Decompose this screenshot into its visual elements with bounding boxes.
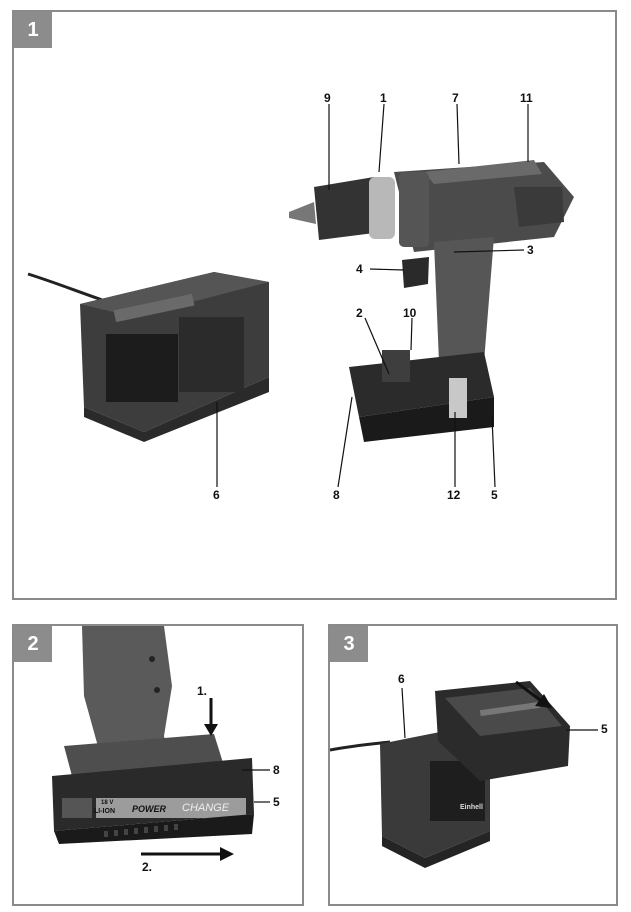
part-label-8: 8 xyxy=(333,488,340,502)
figure-1-illustration xyxy=(27,103,574,488)
battery-label-change: CHANGE xyxy=(182,802,230,814)
part-label-8: 8 xyxy=(273,763,280,777)
part-label-11: 11 xyxy=(520,91,533,105)
part-label-3: 3 xyxy=(527,243,534,257)
battery-label-voltage: 18 V xyxy=(101,800,114,806)
part-label-5: 5 xyxy=(491,488,498,502)
figure-3-panel: 3 6 5 Einhell xyxy=(328,624,618,906)
figure-1-panel: 1 xyxy=(12,10,617,600)
battery-label-power: POWER xyxy=(132,804,167,814)
figure-2-illustration xyxy=(52,626,270,861)
part-label-6: 6 xyxy=(398,672,405,686)
figure-number-badge: 3 xyxy=(330,626,368,662)
figure-3-illustration xyxy=(330,680,598,868)
part-label-5: 5 xyxy=(601,722,608,736)
battery-label-type: LI-ION xyxy=(94,808,115,815)
charger-illustration xyxy=(80,272,269,442)
step-1-label: 1. xyxy=(197,684,208,698)
part-label-2: 2 xyxy=(356,306,363,320)
part-label-9: 9 xyxy=(324,91,331,105)
part-label-4: 4 xyxy=(356,262,363,276)
part-label-10: 10 xyxy=(403,306,417,320)
drill-illustration xyxy=(289,160,574,442)
figure-number-badge: 2 xyxy=(14,626,52,662)
part-label-5: 5 xyxy=(273,795,280,809)
charger-brand-label: Einhell xyxy=(460,804,483,811)
part-label-12: 12 xyxy=(447,488,461,502)
figure-number-badge: 1 xyxy=(14,12,52,48)
part-label-1: 1 xyxy=(380,91,387,105)
part-label-7: 7 xyxy=(452,91,459,105)
step-2-label: 2. xyxy=(142,860,153,874)
part-label-6: 6 xyxy=(213,488,220,502)
figure-2-panel: 2 1. 2. 8 5 18 V LI-ION xyxy=(12,624,304,906)
